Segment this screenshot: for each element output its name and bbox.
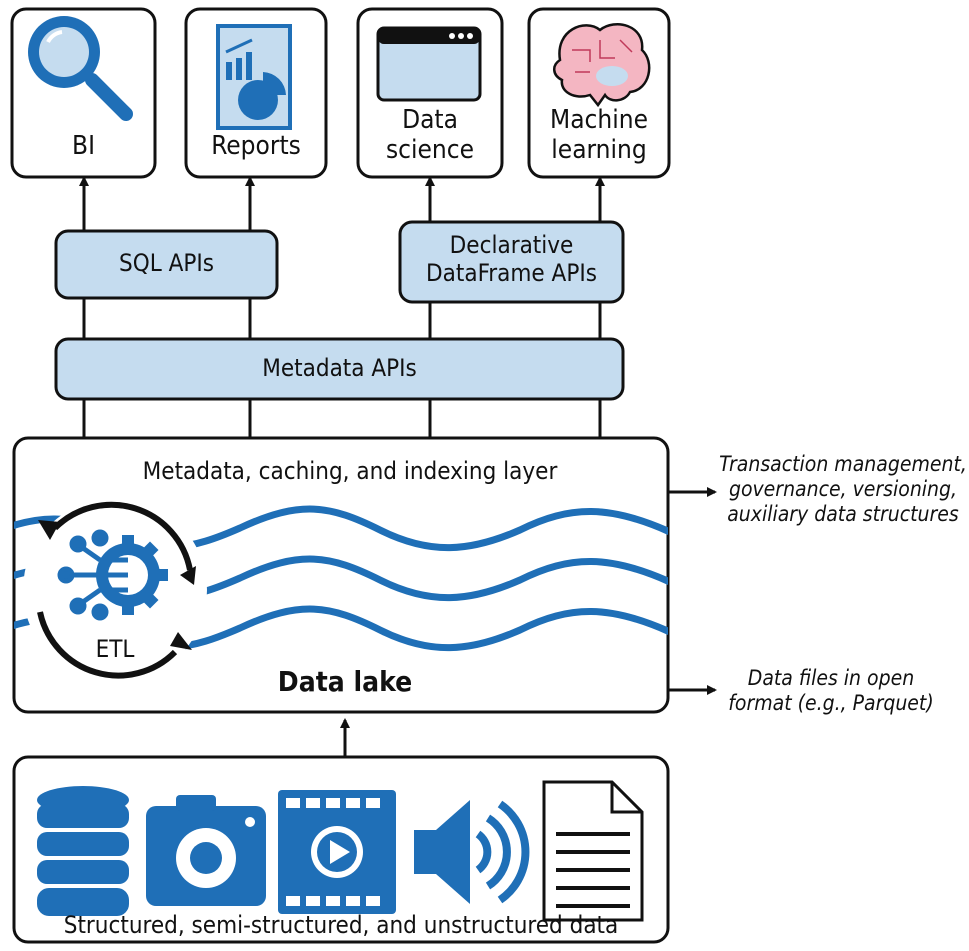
etl-label: ETL	[95, 635, 135, 663]
layer-label: Metadata, caching, and indexing layer	[142, 457, 558, 485]
sources-label: Structured, semi-structured, and unstruc…	[63, 911, 619, 939]
data-lake-label: Data lake	[277, 665, 413, 698]
report-chart-icon	[216, 24, 292, 130]
etl-icon	[23, 498, 207, 682]
transaction-note: Transaction management, governance, vers…	[719, 452, 967, 527]
camera-icon	[146, 795, 266, 906]
sql-api-label: SQL APIs	[119, 249, 214, 277]
dataframe-api-label: Declarative DataFrame APIs	[426, 231, 597, 287]
files-note: Data files in open format (e.g., Parquet…	[728, 666, 934, 716]
video-icon	[278, 790, 396, 914]
ml-label: Machine learning	[550, 105, 648, 165]
dataframe-api-box	[398, 220, 625, 304]
database-icon	[37, 786, 129, 916]
magnifier-icon	[28, 16, 133, 121]
brain-icon	[553, 23, 651, 108]
reports-label: Reports	[211, 131, 301, 161]
speaker-icon	[414, 800, 530, 904]
sql-api-box	[54, 229, 279, 300]
document-icon	[542, 780, 644, 922]
bi-label: BI	[72, 131, 95, 161]
browser-window-icon	[376, 26, 482, 102]
data-science-label: Data science	[385, 105, 475, 165]
metadata-api-box	[54, 337, 625, 401]
metadata-api-label: Metadata APIs	[262, 354, 417, 382]
